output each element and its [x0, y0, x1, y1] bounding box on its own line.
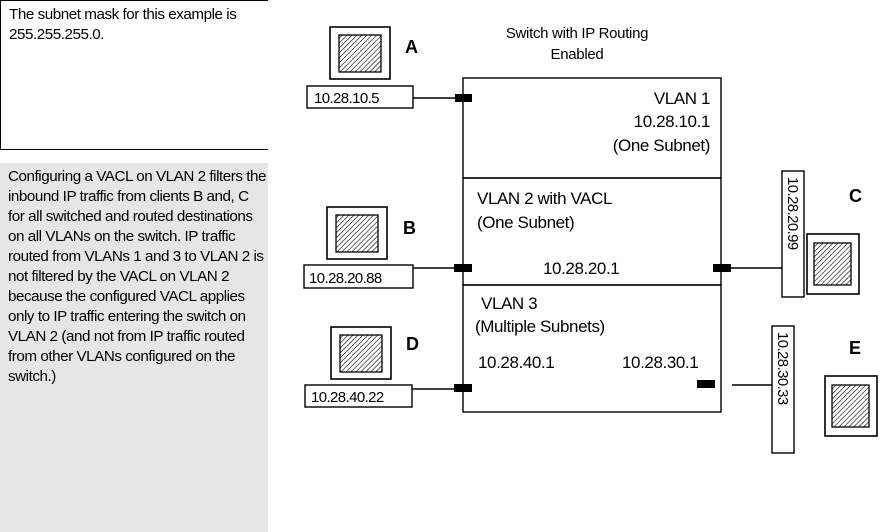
- vacl-explanation-note: Configuring a VACL on VLAN 2 filters the…: [0, 163, 268, 532]
- vlan3-ip-left: 10.28.40.1: [478, 353, 554, 372]
- switch-title-line2: Enabled: [551, 46, 604, 63]
- client-c-ip: 10.28.20.99: [784, 177, 801, 250]
- client-e-ip: 10.28.30.33: [774, 332, 791, 405]
- port-icon: [454, 264, 472, 272]
- client-a-ip: 10.28.10.5: [314, 90, 379, 107]
- computer-icon: [806, 233, 860, 295]
- client-d-ip: 10.28.40.22: [311, 389, 384, 406]
- vlan2-subnet: (One Subnet): [477, 213, 574, 232]
- computer-icon: [330, 326, 392, 380]
- vlan2-ip: 10.28.20.1: [543, 259, 619, 278]
- client-e-letter: E: [849, 338, 861, 358]
- vlan3-subnet: (Multiple Subnets): [475, 317, 605, 336]
- vlan2-name: VLAN 2 with VACL: [477, 189, 612, 208]
- port-icon: [455, 94, 472, 102]
- subnet-mask-note: The subnet mask for this example is 255.…: [0, 0, 268, 150]
- vlan3-ip-right: 10.28.30.1: [622, 353, 698, 372]
- client-b-letter: B: [403, 218, 416, 238]
- switch-title-line1: Switch with IP Routing: [506, 25, 648, 42]
- port-icon: [713, 264, 731, 272]
- vlan3-box: [462, 284, 722, 413]
- port-icon: [454, 384, 472, 392]
- port-icon: [697, 380, 715, 388]
- vlan1-subnet: (One Subnet): [613, 136, 710, 155]
- computer-icon: [329, 26, 391, 80]
- client-b: 10.28.20.88 B: [303, 206, 472, 289]
- client-a-letter: A: [405, 37, 418, 57]
- computer-icon: [326, 206, 388, 260]
- computer-icon: [824, 375, 878, 437]
- client-c-letter: C: [849, 186, 862, 206]
- vlan3-name: VLAN 3: [481, 294, 537, 313]
- vlan1-ip: 10.28.10.1: [634, 112, 710, 131]
- client-d-letter: D: [406, 334, 419, 354]
- client-e: 10.28.30.33 E: [697, 325, 878, 454]
- client-b-ip: 10.28.20.88: [309, 270, 382, 287]
- vlan1-name: VLAN 1: [654, 89, 710, 108]
- client-d: 10.28.40.22 D: [304, 326, 472, 408]
- client-a: 10.28.10.5 A: [306, 26, 472, 109]
- client-c: 10.28.20.99 C: [713, 170, 862, 298]
